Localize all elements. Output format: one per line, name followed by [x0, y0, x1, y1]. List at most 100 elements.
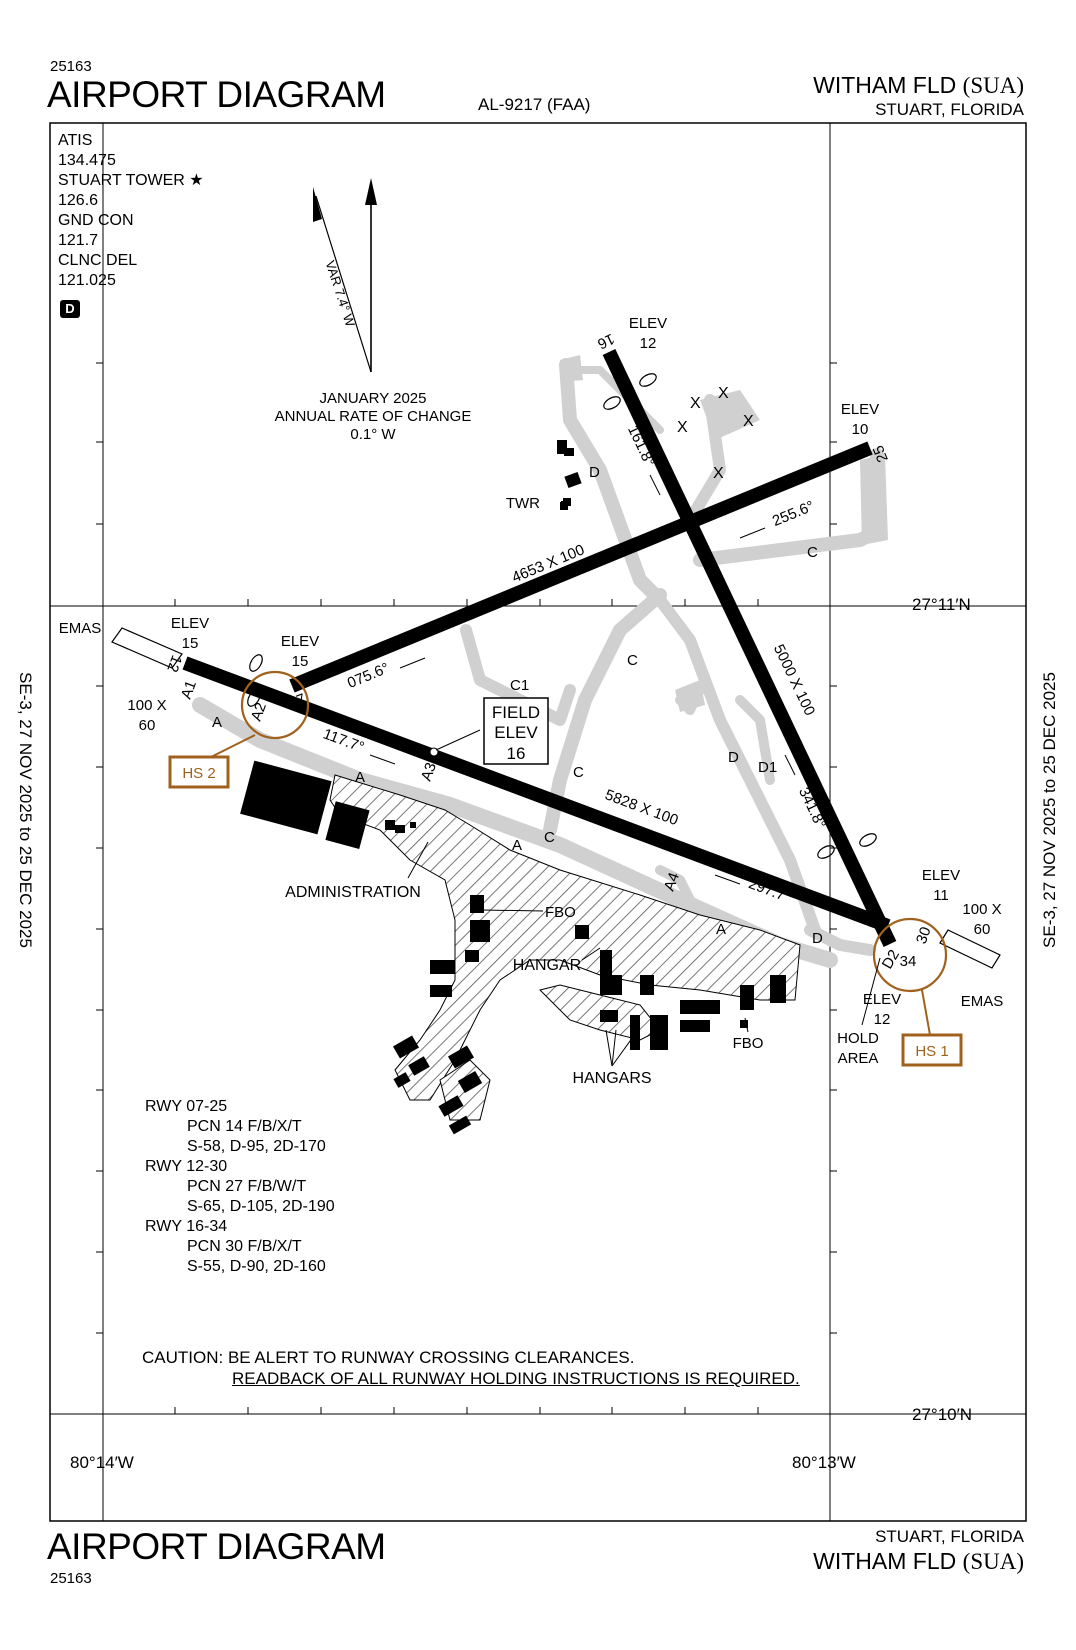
- emas-east: [939, 929, 1001, 969]
- chart-id: AL-9217 (FAA): [478, 95, 591, 114]
- hotspot-1-leader: [921, 989, 931, 1036]
- twy-c-label-1: C: [544, 829, 555, 846]
- runway-07-25: [289, 441, 873, 693]
- elev-34-value: 12: [874, 1011, 891, 1028]
- footer-location: STUART, FLORIDA: [875, 1527, 1024, 1546]
- svg-text:X: X: [718, 385, 729, 402]
- airport-code: (SUA): [962, 73, 1024, 98]
- comm-clnc-label: CLNC DEL: [58, 252, 138, 269]
- administration-label: ADMINISTRATION: [285, 884, 421, 901]
- rwy-30-arrow: [714, 874, 741, 885]
- twy-d-label-1: D: [589, 464, 600, 481]
- elev-16-label: ELEV: [629, 315, 667, 332]
- rwy-end-30: 30: [913, 925, 935, 947]
- runway-16-34: [602, 348, 897, 948]
- variation-block: JANUARY 2025 ANNUAL RATE OF CHANGE 0.1° …: [258, 390, 488, 444]
- hold-area-line2: AREA: [838, 1050, 879, 1067]
- pcn-loads-1230: S-65, D-105, 2D-190: [187, 1198, 335, 1215]
- twy-a2-label: A2: [248, 700, 270, 723]
- lon-right: 80°13′W: [792, 1453, 856, 1472]
- pcn-loads-1634: S-55, D-90, 2D-160: [187, 1258, 326, 1275]
- footer-procedure-number: 25163: [50, 1570, 92, 1587]
- hangar-label: HANGAR: [513, 957, 581, 974]
- hotspot-2-box: [168, 755, 230, 789]
- comm-tower-label: STUART TOWER ★: [58, 172, 204, 189]
- pcn-value-1230: PCN 27 F/B/W/T: [187, 1178, 307, 1195]
- closed-markings: X X X X X: [677, 385, 754, 482]
- terminal-apron: [329, 774, 801, 1101]
- svg-text:X: X: [713, 465, 724, 482]
- twy-c1-label: C1: [510, 677, 529, 694]
- emas-east-dims-1: 100 X: [962, 901, 1001, 918]
- footer-title: AIRPORT DIAGRAM: [47, 1526, 386, 1567]
- fbo-label-1: FBO: [545, 904, 576, 921]
- pad-x-area: [700, 390, 760, 440]
- administration-leader: [407, 841, 429, 879]
- comms-block: ATIS 134.475 STUART TOWER ★ 126.6 GND CO…: [58, 131, 204, 291]
- hold-area-line1: HOLD: [837, 1030, 879, 1047]
- elev-16-value: 12: [640, 335, 657, 352]
- twy-a1-label: A1: [178, 678, 200, 701]
- airport-location: STUART, FLORIDA: [875, 100, 1024, 119]
- lon-left: 80°14′W: [70, 1453, 134, 1472]
- comm-atis-freq: 134.475: [58, 152, 116, 169]
- comm-gnd-freq: 121.7: [58, 232, 99, 249]
- airport-name: WITHAM FLD: [813, 72, 957, 98]
- d-badge: D: [60, 300, 80, 318]
- rwy-end-34: 34: [900, 953, 917, 970]
- hotspot-2-label: HS 2: [182, 765, 215, 782]
- svg-text:X: X: [690, 395, 701, 412]
- procedure-number: 25163: [50, 58, 92, 75]
- twy-d-label-3: D: [812, 930, 823, 947]
- elev-07-value: 15: [292, 653, 309, 670]
- rwy-25-arrow: [739, 527, 766, 539]
- buildings: [240, 440, 786, 1135]
- tower-marker: [561, 501, 568, 508]
- pad-d: [675, 680, 705, 712]
- elev-07-label: ELEV: [281, 633, 319, 650]
- twy-d1-label: D1: [758, 759, 777, 776]
- svg-text:X: X: [677, 419, 688, 436]
- caution-line2: READBACK OF ALL RUNWAY HOLDING INSTRUCTI…: [232, 1369, 800, 1388]
- pad-25: [860, 455, 888, 545]
- hangars-leaders: [605, 1029, 639, 1067]
- emas-west-dims-2: 60: [139, 717, 156, 734]
- taxiway-labels: A A A A A1 A2 A3 A4 C C C C C1 D D D D1 …: [178, 464, 903, 972]
- rwy-16-arrow: [649, 474, 661, 496]
- pcn-loads-0725: S-58, D-95, 2D-170: [187, 1138, 326, 1155]
- emas-west-dims-1: 100 X: [127, 697, 166, 714]
- hotspot-1-label: HS 1: [915, 1043, 948, 1060]
- comm-gnd-label: GND CON: [58, 212, 134, 229]
- pcn-rwy-1230: RWY 12-30: [145, 1158, 228, 1175]
- magnetic-north-arrow: [313, 187, 372, 373]
- pcn-value-1634: PCN 30 F/B/X/T: [187, 1238, 302, 1255]
- hangar-leader: [581, 947, 601, 961]
- emas-west-label: EMAS: [59, 620, 102, 637]
- rwy-end-25: 25: [870, 443, 892, 465]
- comm-clnc-freq: 121.025: [58, 272, 116, 289]
- elev-25-value: 10: [852, 421, 869, 438]
- elev-30-value: 11: [933, 887, 949, 904]
- pcn-value-0725: PCN 14 F/B/X/T: [187, 1118, 302, 1135]
- variation-label: VAR 7.4° W: [323, 259, 359, 330]
- variation-rate-title: ANNUAL RATE OF CHANGE: [274, 408, 472, 425]
- runway-12-30: [182, 656, 891, 933]
- approach-light-symbols: [247, 373, 877, 859]
- field-elev-line1: FIELD: [492, 703, 540, 722]
- twy-c-label-2: C: [573, 764, 584, 781]
- lat-top: 27°11′N: [912, 595, 971, 614]
- twy-a-label: A: [212, 714, 222, 731]
- caution-line1: CAUTION: BE ALERT TO RUNWAY CROSSING CLE…: [142, 1348, 635, 1367]
- chart-frame: [49, 122, 1027, 1522]
- variation-date: JANUARY 2025: [319, 390, 427, 407]
- true-north-arrow: [365, 178, 377, 372]
- hotspot-1-box: [901, 1033, 963, 1067]
- variation-rate: 0.1° W: [350, 426, 396, 443]
- emas-east-dims-2: 60: [974, 921, 991, 938]
- rwy-34-arrow: [784, 754, 796, 776]
- fbo-leader-1: [481, 909, 544, 912]
- twy-a4-label: A4: [661, 870, 683, 893]
- twy-a-label-4: A: [716, 921, 726, 938]
- rwy-end-12: 12: [163, 653, 185, 675]
- fbo-label-2: FBO: [733, 1035, 764, 1052]
